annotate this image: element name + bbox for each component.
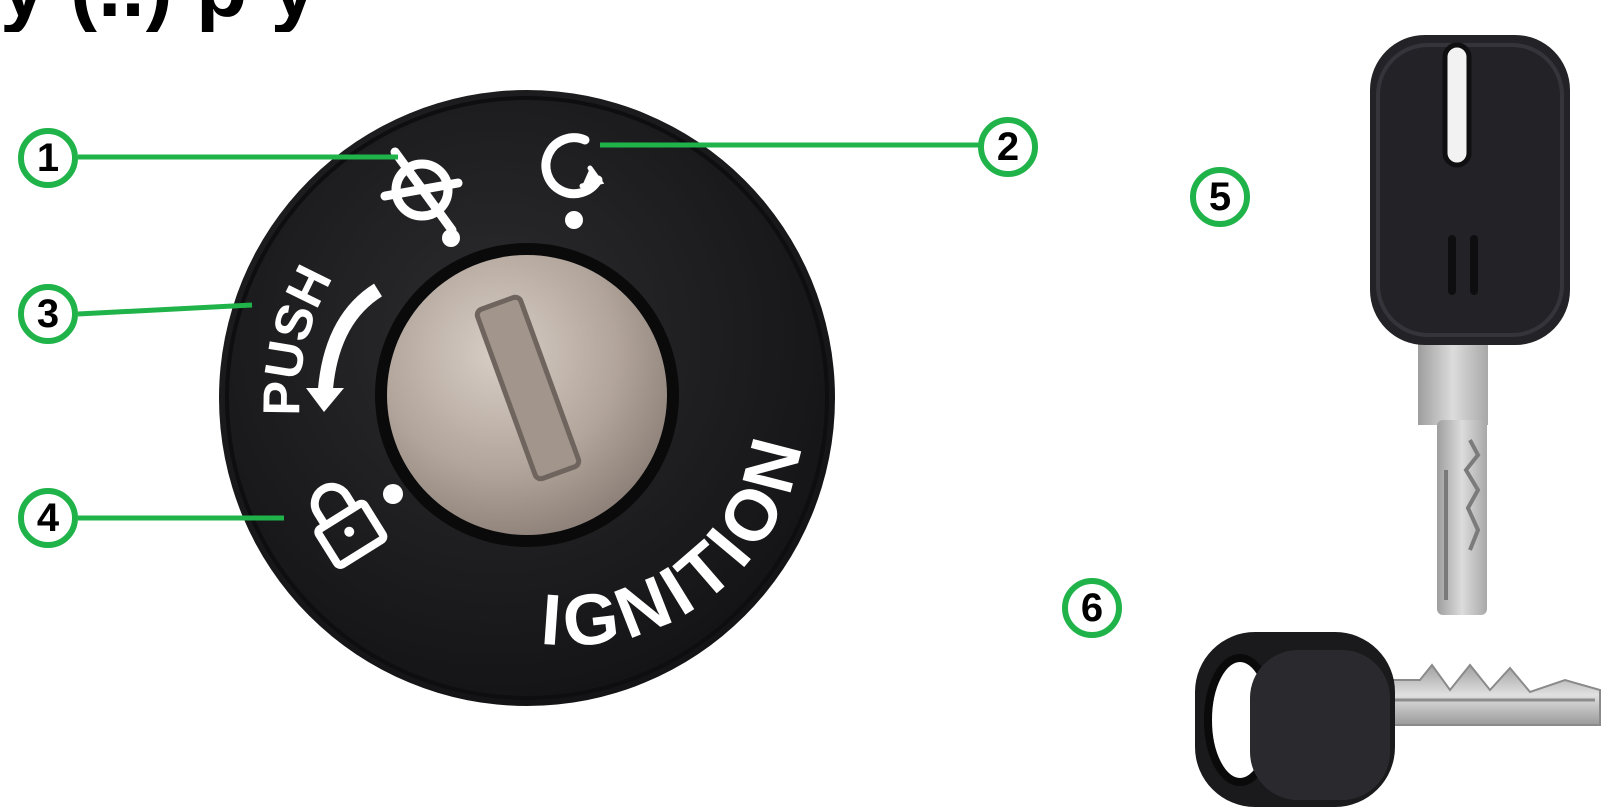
callout-1: 1 (18, 128, 78, 188)
ignition-switch: PUSH IGNITION (219, 90, 835, 706)
callout-5: 5 (1190, 167, 1250, 227)
callout-2: 2 (978, 117, 1038, 177)
key-six (1195, 632, 1600, 807)
callout-3: 3 (18, 284, 78, 344)
callout-4: 4 (18, 488, 78, 548)
position-dot-on (565, 211, 583, 229)
position-dot-lock (383, 484, 403, 504)
position-dot-off (442, 229, 460, 247)
key-five (1370, 35, 1570, 615)
callout-6: 6 (1062, 578, 1122, 638)
